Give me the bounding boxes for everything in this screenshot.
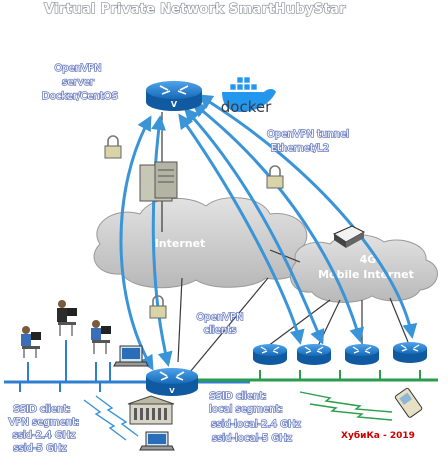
client-router-4 xyxy=(393,342,427,363)
laptop-icon xyxy=(139,431,175,451)
ssid-vpn-segment: VPN segment: xyxy=(9,417,80,428)
server-label-role: server xyxy=(62,77,95,88)
client-router-3 xyxy=(345,344,379,365)
server-label-openvpn: OpenVPN xyxy=(54,63,101,74)
ssid-vpn-24ghz: ssid-2.4 GHz xyxy=(13,430,76,441)
clients-label: clients xyxy=(204,325,237,336)
svg-text:V: V xyxy=(169,387,175,395)
ssid-local-segment: local segment: xyxy=(209,404,283,415)
docker-label: docker xyxy=(221,98,272,116)
internet-label: Internet xyxy=(155,237,206,250)
client-router-2 xyxy=(297,344,331,365)
openvpn-client-routers xyxy=(253,342,427,365)
docker-logo-icon: docker xyxy=(221,76,276,116)
vpn-server-router: V xyxy=(146,81,202,111)
ssid-local-title: SSID client: xyxy=(209,391,266,402)
clients-label-openvpn: OpenVPN xyxy=(196,312,243,323)
phone-icon xyxy=(394,387,423,418)
ssid-local-5ghz: ssid-local-5 GHz xyxy=(212,433,292,444)
openvpn-tunnels xyxy=(119,94,418,371)
ssid-local-24ghz: ssid-local-2.4 GHz xyxy=(211,419,301,430)
ssid-vpn-title: SSID client: xyxy=(13,404,70,415)
client-router-main: V xyxy=(146,368,198,396)
ssid-vpn-5ghz: ssid-5 GHz xyxy=(13,443,66,454)
tunnel-label: OpenVPN tunnel xyxy=(267,129,349,140)
lock-icon xyxy=(266,165,284,189)
mobile-internet-cloud: 4G Mobile Internet xyxy=(290,234,438,303)
laptop-icon xyxy=(113,345,149,367)
lock-icon xyxy=(149,295,167,319)
lan-bus xyxy=(4,340,250,392)
credit-label: ХубиКа - 2019 xyxy=(341,430,415,441)
user-workstation-icon xyxy=(91,320,111,354)
diagram-title: Virtual Private Network SmartHubyStar xyxy=(44,2,346,17)
tunnel-type-label: Ethernet/L2 xyxy=(271,143,329,154)
server-label-platform: Docker/CentOS xyxy=(42,91,118,102)
user-workstation-icon xyxy=(21,326,41,358)
modem-icon xyxy=(332,225,366,248)
client-router-1 xyxy=(253,344,287,365)
server-tower-icon xyxy=(139,161,178,202)
local-bus xyxy=(196,370,438,382)
svg-text:V: V xyxy=(171,100,178,109)
wireless-signal-vpn xyxy=(83,395,139,441)
office-building-icon xyxy=(127,395,175,425)
wireless-signal-local xyxy=(299,391,393,421)
lock-icon xyxy=(104,135,122,159)
user-workstation-icon xyxy=(57,300,77,336)
